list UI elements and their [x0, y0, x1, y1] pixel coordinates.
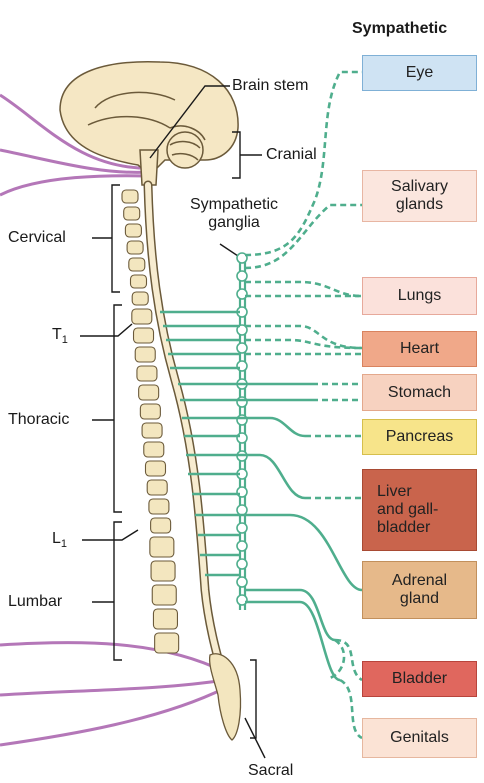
vertebra: [139, 385, 159, 400]
vertebra: [122, 190, 138, 203]
organ-box-liver-gallbladder: Liver and gall- bladder: [362, 469, 477, 551]
vertebra: [129, 258, 145, 271]
vertebra: [137, 366, 157, 381]
organ-eye-line1: Eye: [406, 64, 434, 82]
cranial-label: Cranial: [266, 146, 317, 164]
ganglion: [237, 595, 247, 605]
vertebra: [142, 423, 162, 438]
preganglionic-fibers: [160, 312, 362, 680]
sacral-label: Sacral: [248, 762, 293, 780]
sacral-pointer: [245, 718, 265, 758]
brain-stem-label: Brain stem: [232, 77, 308, 95]
lumbar-label: Lumbar: [8, 593, 62, 611]
t1-label: T1: [52, 326, 68, 349]
organ-liver-line3: bladder: [377, 519, 430, 537]
vertebra: [150, 537, 174, 557]
vertebra: [147, 480, 167, 495]
l1-letter: L: [52, 530, 61, 547]
postganglionic-fibers: [245, 72, 362, 738]
l1-label: L1: [52, 530, 67, 553]
vertebra: [145, 461, 165, 476]
ganglion: [237, 433, 247, 443]
ganglion: [237, 415, 247, 425]
vertebra: [134, 328, 154, 343]
organ-box-genitals: Genitals: [362, 718, 477, 758]
ganglion: [237, 487, 247, 497]
ganglion: [237, 523, 247, 533]
organ-box-adrenal-gland: Adrenal gland: [362, 561, 477, 619]
vertebra: [127, 241, 143, 254]
vertebra: [152, 585, 176, 605]
organ-liver-line2: and gall-: [377, 501, 438, 519]
ganglion: [237, 541, 247, 551]
organ-box-pancreas: Pancreas: [362, 419, 477, 455]
vertebra: [131, 275, 147, 288]
lumbar-bracket: [92, 522, 122, 660]
vertebra: [149, 499, 169, 514]
ganglia-pointer: [220, 244, 238, 256]
cranial-bracket: [232, 132, 262, 178]
ganglion: [237, 289, 247, 299]
ganglia-label: Sympathetic ganglia: [190, 196, 278, 232]
ganglia-label-line2: ganglia: [190, 214, 278, 232]
t1-pointer: [80, 324, 132, 336]
vertebra: [132, 309, 152, 324]
t1-letter: T: [52, 326, 62, 343]
organ-genitals-line1: Genitals: [390, 729, 449, 747]
vertebra: [124, 207, 140, 220]
ganglion: [237, 343, 247, 353]
organ-box-bladder: Bladder: [362, 661, 477, 697]
organ-box-stomach: Stomach: [362, 374, 477, 411]
vertebra: [132, 292, 148, 305]
l1-pointer: [82, 530, 138, 540]
cervical-bracket: [92, 185, 120, 292]
organ-adrenal-line1: Adrenal: [392, 572, 447, 590]
thoracic-label: Thoracic: [8, 411, 69, 429]
organ-lungs-line1: Lungs: [398, 287, 442, 305]
organ-heart-line1: Heart: [400, 340, 439, 358]
ganglion: [237, 271, 247, 281]
organ-box-heart: Heart: [362, 331, 477, 367]
t1-subscript: 1: [62, 334, 68, 346]
vertebra: [153, 609, 177, 629]
organ-box-eye: Eye: [362, 55, 477, 91]
diagram-title: Sympathetic: [352, 20, 447, 38]
organ-salivary-line2: glands: [396, 196, 443, 214]
cervical-label: Cervical: [8, 229, 66, 247]
brain-stem: [140, 150, 158, 185]
vertebra: [125, 224, 141, 237]
vertebra: [140, 404, 160, 419]
ganglion: [237, 397, 247, 407]
organ-box-lungs: Lungs: [362, 277, 477, 315]
sacrum: [210, 654, 241, 740]
organ-adrenal-line2: gland: [400, 590, 439, 608]
vertebra: [144, 442, 164, 457]
organ-box-salivary-glands: Salivary glands: [362, 170, 477, 222]
ganglion: [237, 559, 247, 569]
l1-subscript: 1: [61, 538, 67, 550]
ganglion: [237, 577, 247, 587]
sacral-nerve-fibers: [0, 643, 225, 745]
organ-stomach-line1: Stomach: [388, 384, 451, 402]
organ-bladder-line1: Bladder: [392, 670, 447, 688]
organ-salivary-line1: Salivary: [391, 178, 448, 196]
sacral-bracket: [250, 660, 256, 738]
vertebra: [151, 561, 175, 581]
vertebra: [135, 347, 155, 362]
organ-pancreas-line1: Pancreas: [386, 428, 454, 446]
organ-liver-line1: Liver: [377, 483, 412, 501]
ganglion: [237, 361, 247, 371]
ganglion: [237, 505, 247, 515]
vertebra: [155, 633, 179, 653]
vertebra: [151, 518, 171, 533]
ganglia-label-line1: Sympathetic: [190, 196, 278, 214]
